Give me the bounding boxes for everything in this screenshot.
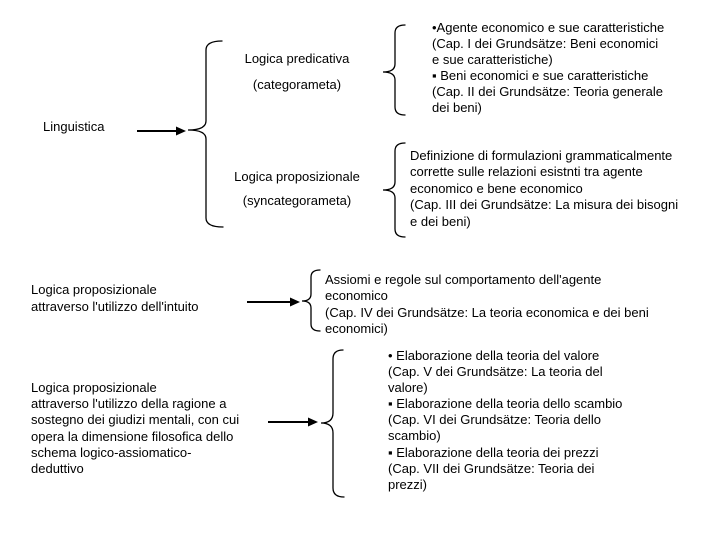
curly-brace-linguistica bbox=[187, 40, 224, 228]
arrow-ragione bbox=[268, 417, 318, 427]
curly-brace-proposizionale-detail bbox=[382, 142, 406, 238]
curly-brace-ragione-detail bbox=[320, 349, 345, 498]
detail-capitoli-5-7: • Elaborazione della teoria del valore (… bbox=[388, 348, 623, 492]
arrow-linguistica bbox=[137, 126, 186, 136]
label-proposizionale-intuito: Logica proposizionale attraverso l'utili… bbox=[31, 282, 199, 314]
label-proposizionale-ragione: Logica proposizionale attraverso l'utili… bbox=[31, 380, 240, 477]
curly-brace-predicativa-detail bbox=[382, 24, 406, 116]
curly-brace-intuito-detail bbox=[301, 269, 321, 332]
sublabel-syncategorameta: (syncategorameta) bbox=[242, 193, 352, 208]
sublabel-categorameta: (categorameta) bbox=[252, 77, 342, 92]
detail-capitoli-1-2: •Agente economico e sue caratteristiche … bbox=[432, 20, 665, 115]
detail-capitolo-3: Definizione di formulazioni grammaticalm… bbox=[410, 148, 679, 229]
detail-capitolo-4: Assiomi e regole sul comportamento dell'… bbox=[325, 272, 649, 336]
label-logica-proposizionale: Logica proposizionale bbox=[234, 169, 360, 184]
label-logica-predicativa: Logica predicativa bbox=[244, 51, 350, 66]
arrow-intuito bbox=[247, 297, 300, 307]
label-linguistica: Linguistica bbox=[43, 119, 105, 134]
